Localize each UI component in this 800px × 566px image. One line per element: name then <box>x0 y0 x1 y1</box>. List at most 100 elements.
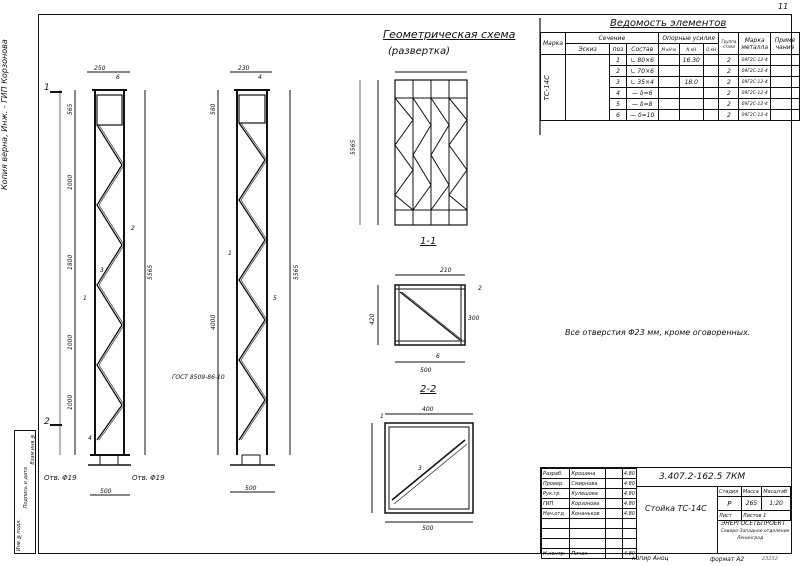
sched-cell <box>702 109 720 121</box>
tb-role: Рук.гр. <box>540 488 571 499</box>
sched-cell <box>702 65 720 77</box>
tb-empty <box>540 538 571 549</box>
drawing-frame <box>38 14 792 554</box>
tb-empty <box>569 538 607 549</box>
sched-cell <box>702 98 720 110</box>
tb-empty <box>605 538 623 549</box>
tb-empty <box>540 528 571 539</box>
left-strip: Инв.№подл. Подпись и дата Взам.инв.№ <box>14 430 36 554</box>
sched-h-note: Приме чание <box>770 32 800 55</box>
sched-cell <box>702 76 720 88</box>
tb-empty <box>569 518 607 529</box>
tb-date: 4.80 <box>621 548 638 559</box>
pos-2-s11: 2 <box>478 285 482 292</box>
tb-stage-table: Стадия Масса Масштаб Р 265 1:20 Лист Лис… <box>717 486 792 521</box>
tb-divider-h <box>637 486 791 487</box>
sched-h-pos: поз <box>609 43 627 55</box>
pos-1-front: 1 <box>83 295 87 302</box>
pos-6-front: 6 <box>116 74 120 81</box>
dim-4000: 4000 <box>210 315 217 330</box>
sched-cell: 4 <box>609 87 627 99</box>
dim-500-s11: 500 <box>420 367 432 374</box>
sched-cell: — δ=10 <box>625 109 659 121</box>
dim-1000-c: 1000 <box>67 395 74 410</box>
sched-cell: 16.30 <box>678 54 704 66</box>
sched-cell <box>657 109 680 121</box>
sched-h-n: N кН <box>678 43 704 55</box>
tb-name: Стойка ТС-14С <box>645 504 707 513</box>
dim-300: 300 <box>468 315 480 322</box>
gost-label: ГОСТ 8509-86-10 <box>172 374 225 381</box>
sched-cell <box>657 98 680 110</box>
schedule-table: Марка Сечение Опорные усилия Группа стал… <box>540 32 800 121</box>
section-mark-1: 1 <box>44 83 50 93</box>
sched-cell <box>657 76 680 88</box>
tb-name: Конаньков <box>569 508 607 519</box>
sched-cell <box>770 76 800 88</box>
tb-date: 4.80 <box>621 498 638 509</box>
pos-2-front: 2 <box>131 225 135 232</box>
sched-cell <box>678 65 704 77</box>
tb-org1: ЭНЕРГОСЕТЬПРОЕКТ <box>721 520 786 527</box>
tb-empty <box>540 518 571 529</box>
sched-cell: 09Г2С-12-4 <box>738 87 772 99</box>
pos-5-side: 5 <box>273 295 277 302</box>
sched-h-comp: Состав <box>625 43 659 55</box>
column-front-view <box>50 71 146 496</box>
tb-name: Корзонова <box>569 498 607 509</box>
sched-cell <box>770 98 800 110</box>
dim-210: 210 <box>440 267 452 274</box>
pos-4-front: 4 <box>88 435 92 442</box>
sched-h-forces: Опорные усилия <box>657 32 720 44</box>
tb-scale: 1:20 <box>761 496 791 511</box>
tb-empty <box>621 518 638 529</box>
sched-cell: 2 <box>718 109 740 121</box>
dim-400: 400 <box>422 406 434 413</box>
sched-cell: 2 <box>609 65 627 77</box>
dim-250: 250 <box>94 65 106 72</box>
sched-cell: 2 <box>718 54 740 66</box>
dim-500-front: 500 <box>100 488 112 495</box>
tb-empty <box>605 518 623 529</box>
tb-sheet: Лист <box>717 510 742 521</box>
sched-cell <box>770 54 800 66</box>
sched-cell: — δ=8 <box>625 98 659 110</box>
sched-cell: 09Г2С-12-4 <box>738 98 772 110</box>
sched-cell: 5 <box>609 98 627 110</box>
sched-cell <box>702 87 720 99</box>
dim-1800: 1800 <box>67 255 74 270</box>
footer-right: 23232 <box>762 556 778 562</box>
sched-cell <box>770 65 800 77</box>
section-1-1 <box>377 274 466 363</box>
dim-420: 420 <box>369 313 376 325</box>
geometric-scheme <box>359 71 468 226</box>
dim-500-s22: 500 <box>422 525 434 532</box>
tb-sign <box>605 548 623 559</box>
tb-date: 4.80 <box>621 468 638 479</box>
pos-3-front: 3 <box>100 267 104 274</box>
sched-cell: ∟ 35×4 <box>625 76 659 88</box>
tb-empty <box>621 528 638 539</box>
sched-cell: 09Г2С-12-4 <box>738 65 772 77</box>
sched-sketch-cell <box>564 54 611 121</box>
sched-cell: — δ=6 <box>625 87 659 99</box>
pos-6-s11: 6 <box>436 353 440 360</box>
tb-org2: Северо-Западное отделение <box>721 529 790 534</box>
tb-name: Кулешова <box>569 488 607 499</box>
sched-cell: 3 <box>609 76 627 88</box>
tb-empty <box>569 528 607 539</box>
sched-h-section: Сечение <box>564 32 659 44</box>
section-1-1-title: 1-1 <box>420 236 437 247</box>
sched-cell <box>678 109 704 121</box>
dim-580: 580 <box>210 103 217 115</box>
dim-230: 230 <box>238 65 250 72</box>
dim-total-front: 5565 <box>147 265 154 280</box>
tb-mass-h: Масса <box>740 486 763 497</box>
tb-name: Смирнова <box>569 478 607 489</box>
dim-total-side: 5565 <box>293 265 300 280</box>
geom-title: Геометрическая схема <box>383 28 516 41</box>
sched-h-sketch: Эскиз <box>564 43 611 55</box>
